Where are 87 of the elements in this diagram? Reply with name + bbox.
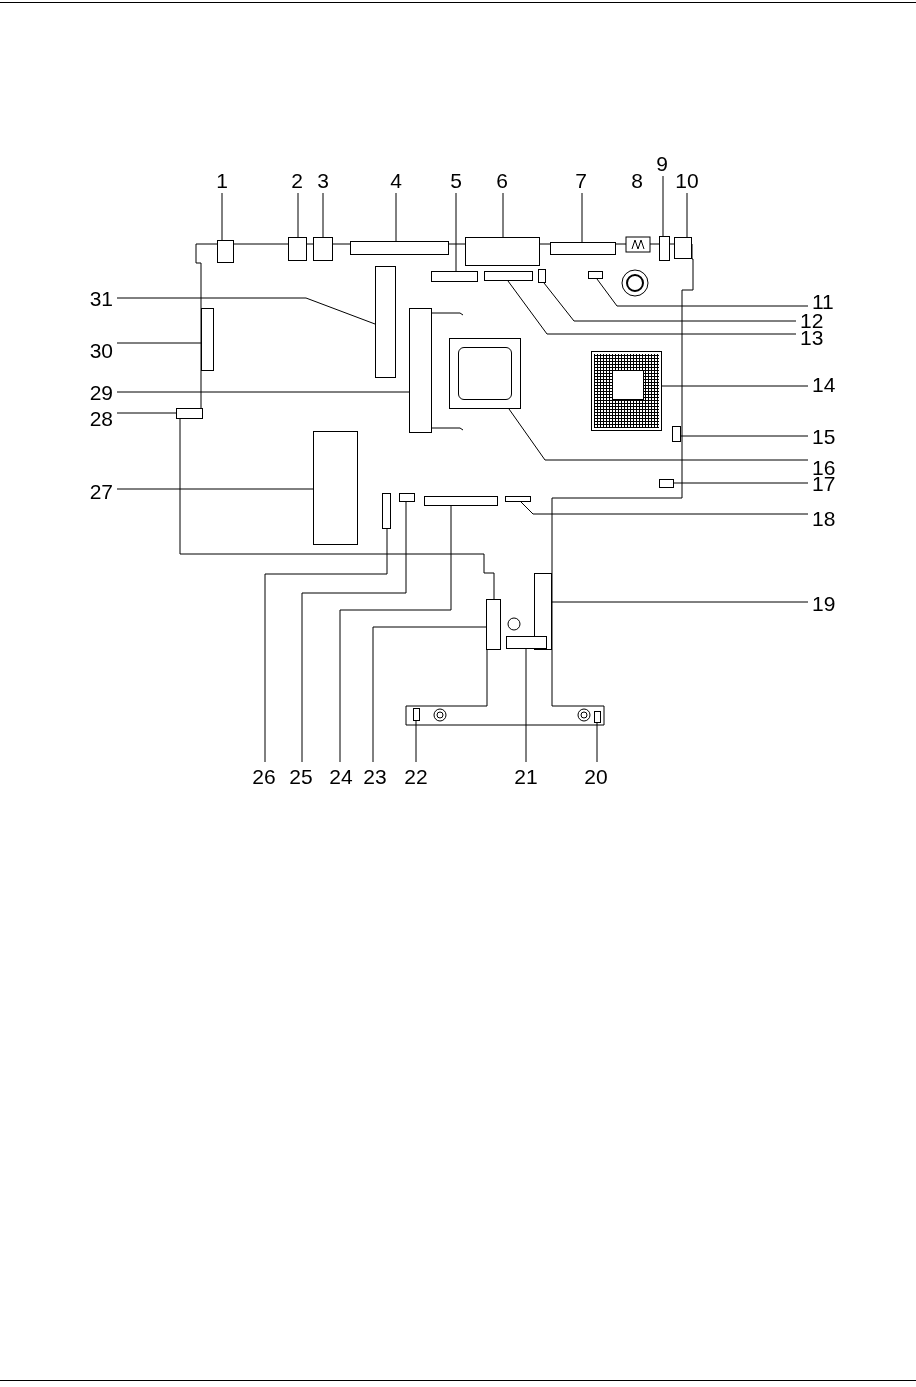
- small-connector: [588, 271, 603, 279]
- callout-number: 19: [812, 593, 836, 614]
- callout-number: 28: [89, 408, 113, 429]
- callout-number: 1: [216, 170, 228, 191]
- leader-line: [551, 601, 809, 603]
- card-slot: [313, 431, 358, 545]
- callout-number: 7: [575, 170, 587, 191]
- leader-line: [322, 192, 324, 238]
- leader-line: [507, 280, 797, 335]
- leader-line: [596, 278, 809, 307]
- board-connector: [424, 496, 498, 506]
- leader-line: [116, 342, 202, 344]
- leader-line: [662, 175, 664, 237]
- leader-line: [297, 192, 299, 238]
- callout-number: 29: [89, 382, 113, 403]
- callout-number: 20: [584, 766, 608, 787]
- small-connector: [659, 479, 674, 488]
- leader-line: [395, 192, 397, 242]
- callout-number: 21: [514, 766, 538, 787]
- leader-line: [116, 297, 376, 325]
- port-connector: [465, 237, 540, 266]
- leader-line: [661, 385, 809, 387]
- leader-line: [116, 488, 314, 490]
- port-jack: [659, 236, 670, 261]
- leader-line: [596, 722, 598, 763]
- callout-number: 22: [404, 766, 428, 787]
- callout-number: 6: [496, 170, 508, 191]
- leader-line: [680, 435, 809, 437]
- small-connector: [538, 269, 546, 283]
- callout-number: 31: [89, 288, 113, 309]
- leader-line: [221, 192, 223, 241]
- board-connector: [382, 493, 391, 529]
- callout-number: 9: [656, 153, 668, 174]
- leader-line: [415, 720, 417, 763]
- callout-number: 2: [291, 170, 303, 191]
- port-connector: [350, 241, 449, 255]
- callout-number: 27: [89, 481, 113, 502]
- leader-line: [301, 501, 407, 763]
- leader-line: [673, 482, 809, 484]
- port-connector: [550, 242, 616, 255]
- pin-header: [486, 599, 501, 650]
- callout-number: 14: [812, 374, 836, 395]
- leader-line: [525, 648, 527, 763]
- callout-number: 10: [675, 170, 699, 191]
- callout-number: 25: [289, 766, 313, 787]
- small-connector: [413, 708, 420, 721]
- leader-line: [686, 192, 688, 238]
- chip: [449, 338, 521, 409]
- audio-jack: [313, 237, 333, 261]
- small-connector: [399, 493, 415, 502]
- callout-number: 5: [450, 170, 462, 191]
- leader-line: [116, 412, 177, 414]
- cpu-socket: [591, 351, 662, 431]
- callout-number: 4: [390, 170, 402, 191]
- leader-line: [508, 408, 809, 461]
- callout-number: 15: [812, 426, 836, 447]
- usb-port: [217, 240, 234, 263]
- callout-number: 8: [631, 170, 643, 191]
- callout-number: 18: [812, 508, 836, 529]
- board-connector: [484, 271, 533, 281]
- leader-line: [543, 282, 797, 322]
- small-connector: [672, 426, 681, 442]
- callout-number: 11: [812, 291, 834, 312]
- board-connector: [201, 308, 214, 371]
- callout-number: 3: [317, 170, 329, 191]
- leader-line: [116, 391, 410, 393]
- leader-line: [372, 626, 487, 763]
- board-connector: [505, 496, 531, 502]
- leader-line: [502, 192, 504, 238]
- leader-line: [264, 528, 388, 763]
- leader-line: [455, 192, 457, 272]
- board-connector: [506, 636, 547, 649]
- leader-line: [581, 192, 583, 243]
- card-connector: [375, 266, 396, 378]
- leader-line: [520, 501, 809, 515]
- board-connector: [431, 271, 478, 282]
- callout-number: 26: [252, 766, 276, 787]
- memory-slot: [409, 308, 432, 433]
- small-connector: [594, 711, 601, 723]
- audio-jack: [288, 237, 307, 261]
- small-connector: [176, 408, 203, 419]
- leader-line: [339, 505, 452, 763]
- callout-number: 30: [89, 340, 113, 361]
- callout-number: 16: [812, 457, 836, 478]
- power-jack: [674, 237, 692, 259]
- callout-number: 24: [329, 766, 353, 787]
- callout-number: 23: [363, 766, 387, 787]
